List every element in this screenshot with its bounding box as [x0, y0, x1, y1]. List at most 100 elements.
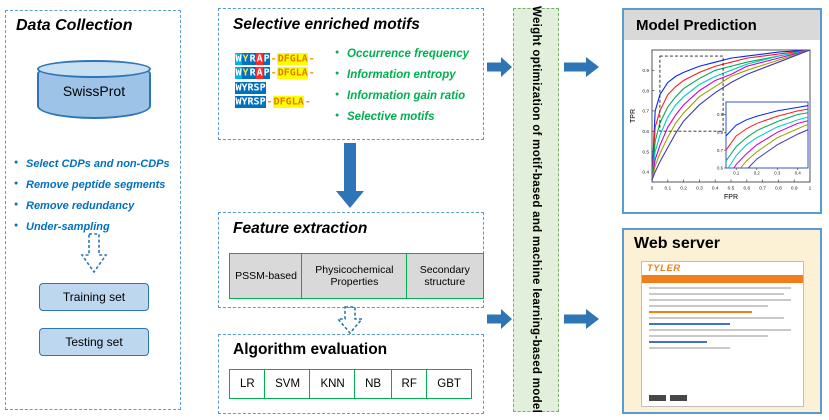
dashed-down-arrow-icon: [337, 306, 363, 334]
right-arrow-icon: [564, 57, 599, 77]
svg-text:0.7: 0.7: [642, 109, 649, 115]
svg-text:0.6: 0.6: [717, 166, 724, 171]
page-buttons: [649, 395, 687, 401]
svg-text:0.6: 0.6: [642, 129, 649, 135]
svg-text:0.4: 0.4: [712, 186, 719, 192]
training-set-label: Training set: [62, 290, 126, 304]
text-line: [649, 346, 730, 349]
weight-optimization-text: Weight optimization of motif-based and m…: [530, 6, 542, 414]
motif-criteria-bullet: Selective motifs: [335, 111, 481, 123]
svg-text:0.1: 0.1: [664, 186, 671, 192]
svg-text:0: 0: [651, 186, 654, 192]
swissprot-database-cylinder: SwissProt: [37, 60, 151, 119]
tyler-logo: TYLER: [647, 263, 681, 274]
right-arrow-icon: [487, 57, 512, 77]
algorithm-cell: KNN: [309, 369, 356, 399]
svg-text:0.7: 0.7: [717, 148, 724, 153]
right-arrow-icon: [564, 309, 599, 329]
motif-sequence: WYRSP-DFGLA-: [235, 96, 311, 108]
svg-text:0.5: 0.5: [642, 149, 649, 155]
web-server-panel: Web server TYLER: [622, 228, 822, 414]
roc-curve-chart: 0 0.1 0.2 0.3 0.4 0.5 0.6 0.7 0.8 0.9 1 0.4 0.5 0.6 0.…: [630, 49, 812, 201]
page-header: TYLER: [642, 262, 803, 275]
page-navbar: [642, 275, 803, 283]
text-line: [649, 328, 791, 331]
link-line: [649, 322, 730, 325]
motifs-title: Selective enriched motifs: [233, 16, 420, 33]
motif-criteria-bullet: Occurrence frequency: [335, 48, 481, 60]
feature-cell: Secondary structure: [405, 253, 484, 299]
algorithm-evaluation-title: Algorithm evaluation: [233, 341, 388, 358]
testing-set-label: Testing set: [65, 335, 123, 349]
cylinder-top-icon: [37, 60, 151, 78]
web-server-title: Web server: [634, 235, 720, 252]
svg-text:0.3: 0.3: [774, 171, 781, 176]
svg-text:0.9: 0.9: [642, 68, 649, 74]
feature-cell: PSSM-based: [229, 253, 303, 299]
svg-text:0.1: 0.1: [733, 171, 740, 176]
weight-optimization-bar: Weight optimization of motif-based and m…: [513, 6, 559, 414]
data-collection-bullet: Remove peptide segments: [14, 179, 178, 191]
dashed-down-arrow-icon: [81, 233, 107, 273]
svg-text:0.4: 0.4: [642, 170, 649, 176]
testing-set-box: Testing set: [39, 328, 149, 356]
svg-text:1: 1: [809, 186, 812, 192]
algorithm-cell: RF: [390, 369, 428, 399]
data-collection-bullet: Select CDPs and non-CDPs: [14, 158, 178, 170]
svg-text:0.7: 0.7: [759, 186, 766, 192]
down-arrow-icon: [336, 143, 364, 208]
section-heading-line: [649, 310, 753, 313]
algorithm-cell: LR: [229, 369, 266, 399]
svg-text:TPR: TPR: [630, 109, 637, 123]
data-collection-bullet: Under-sampling: [14, 221, 178, 233]
motif-criteria-bullet: Information gain ratio: [335, 90, 481, 102]
motif-criteria-bullets: Occurrence frequencyInformation entropyI…: [335, 39, 481, 132]
motif-rows: WYRAP-DFGLA- WYRAP-DFGLA- WYRSP WYRSP-DFGLA…: [235, 52, 315, 111]
svg-text:0.4: 0.4: [795, 171, 802, 176]
motif-sequence: WYRAP-DFGLA-: [235, 67, 315, 79]
motif-sequence: WYRSP: [235, 81, 267, 94]
svg-text:0.6: 0.6: [743, 186, 750, 192]
model-prediction-title: Model Prediction: [636, 16, 757, 34]
swissprot-label: SwissProt: [62, 83, 126, 99]
svg-text:0.3: 0.3: [696, 186, 703, 192]
webserver-page-preview: TYLER: [641, 261, 804, 407]
svg-text:0.2: 0.2: [680, 186, 687, 192]
text-line: [649, 292, 785, 295]
feature-cell: Physicochemical Properties: [301, 253, 408, 299]
svg-text:0.8: 0.8: [717, 130, 724, 135]
motif-criteria-bullet: Information entropy: [335, 69, 481, 81]
svg-text:0.5: 0.5: [728, 186, 735, 192]
data-collection-bullet: Remove redundancy: [14, 200, 178, 212]
text-line: [649, 298, 791, 301]
data-collection-panel: Data Collection SwissProt Select CDPs an…: [5, 10, 181, 410]
text-line: [649, 334, 769, 337]
motif-sequence: WYRAP-DFGLA-: [235, 52, 315, 65]
svg-text:FPR: FPR: [724, 194, 738, 201]
svg-text:0.8: 0.8: [775, 186, 782, 192]
svg-text:0.2: 0.2: [754, 171, 761, 176]
algorithm-cell: GBT: [426, 369, 472, 399]
algorithm-cell: SVM: [264, 369, 312, 399]
text-line: [649, 304, 769, 307]
link-line: [649, 340, 707, 343]
training-set-box: Training set: [39, 283, 149, 311]
right-arrow-icon: [487, 309, 512, 329]
text-line: [649, 286, 791, 289]
model-prediction-header: Model Prediction: [624, 10, 820, 40]
data-collection-bullets: Select CDPs and non-CDPsRemove peptide s…: [14, 149, 178, 242]
algorithm-cell: NB: [354, 369, 393, 399]
text-line: [649, 316, 785, 319]
page-button: [670, 395, 687, 401]
motifs-panel: Selective enriched motifs WYRAP-DFGLA-WY…: [218, 8, 484, 140]
page-button: [649, 395, 666, 401]
svg-text:0.8: 0.8: [642, 88, 649, 94]
feature-extraction-title: Feature extraction: [233, 220, 368, 237]
data-collection-title: Data Collection: [16, 17, 133, 34]
